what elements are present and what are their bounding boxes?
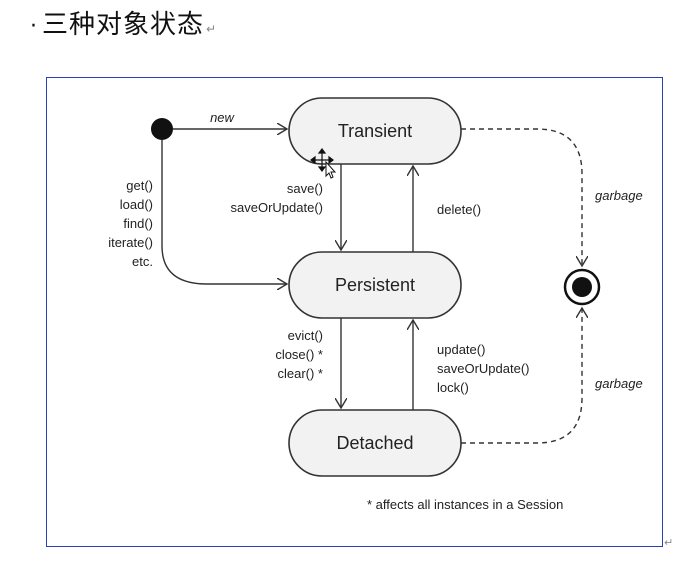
detach-op: clear() * — [277, 366, 323, 381]
paragraph-mark-icon: ↵ — [206, 22, 218, 36]
label-garbage-bottom: garbage — [595, 376, 643, 391]
state-detached-label: Detached — [336, 433, 413, 453]
load-op: get() — [126, 178, 153, 193]
diagram-frame: Transient Persistent Detached new get() … — [46, 77, 663, 547]
reattach-op: update() — [437, 342, 485, 357]
load-op: etc. — [132, 254, 153, 269]
state-diagram: Transient Persistent Detached new get() … — [108, 97, 643, 512]
footnote: * affects all instances in a Session — [367, 497, 563, 512]
initial-state-dot — [151, 118, 173, 140]
load-op: load() — [120, 197, 153, 212]
arrow-garbage-detached — [461, 308, 582, 444]
save-op: saveOrUpdate() — [231, 200, 323, 215]
state-persistent-label: Persistent — [335, 275, 415, 295]
detach-op: close() * — [275, 347, 323, 362]
load-op: iterate() — [108, 235, 153, 250]
label-delete: delete() — [437, 202, 481, 217]
label-reattach-ops: update() saveOrUpdate() lock() — [437, 342, 529, 395]
save-op: save() — [287, 181, 323, 196]
arrow-load — [161, 140, 287, 284]
detach-op: evict() — [288, 328, 323, 343]
heading-text: 三种对象状态 — [42, 10, 205, 40]
slide-heading: ·三种对象状态↵ — [30, 4, 217, 41]
label-detach-ops: evict() close() * clear() * — [275, 328, 323, 381]
label-garbage-top: garbage — [595, 188, 643, 203]
final-state — [563, 268, 601, 306]
state-detached: Detached — [288, 409, 462, 477]
load-op: find() — [123, 216, 153, 231]
state-transient: Transient — [288, 97, 462, 165]
arrow-garbage-transient — [461, 128, 582, 266]
label-save-ops: save() saveOrUpdate() — [231, 181, 323, 215]
paragraph-mark-icon: ↵ — [664, 536, 674, 549]
label-new: new — [210, 110, 235, 125]
state-transient-label: Transient — [338, 121, 412, 141]
heading-bullet: · — [30, 14, 38, 39]
state-persistent: Persistent — [288, 251, 462, 319]
reattach-op: saveOrUpdate() — [437, 361, 529, 376]
label-load-ops: get() load() find() iterate() etc. — [108, 178, 153, 269]
move-cursor-icon — [310, 148, 337, 179]
reattach-op: lock() — [437, 380, 469, 395]
